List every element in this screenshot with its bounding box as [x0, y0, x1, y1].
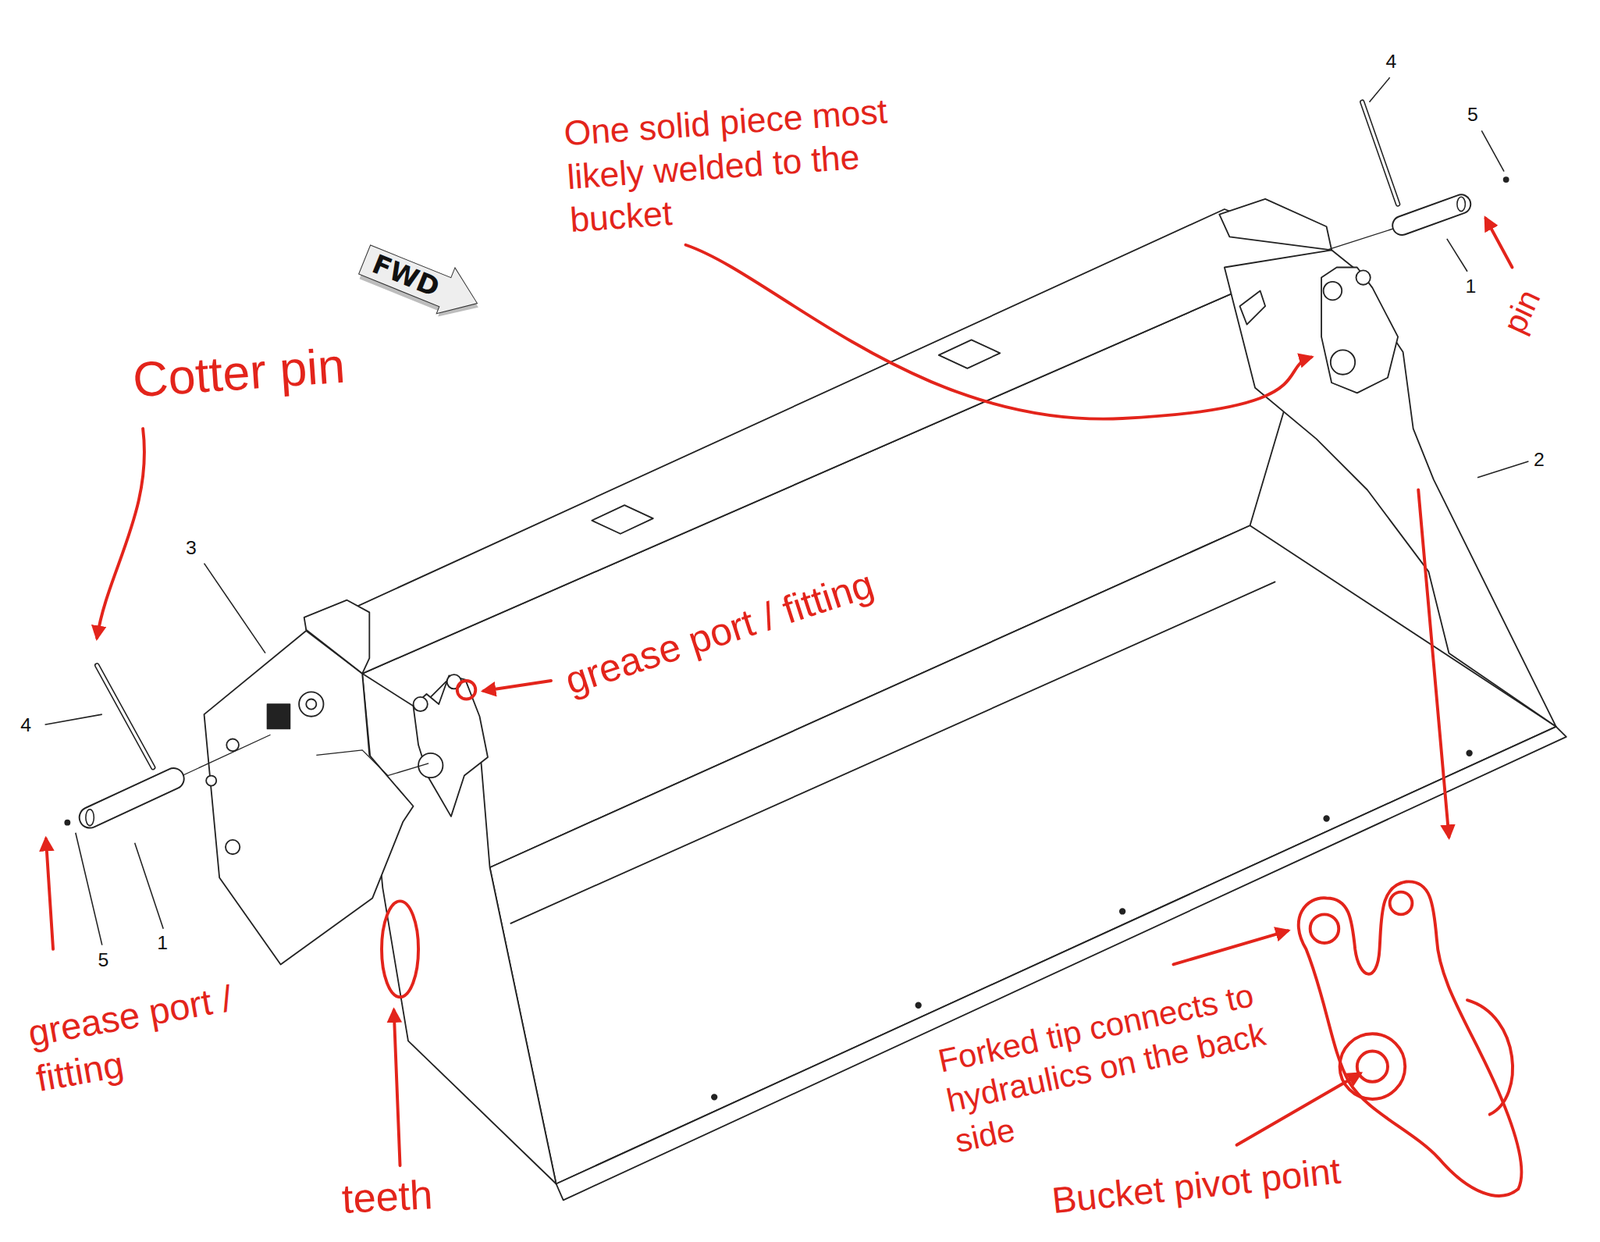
plate-hole — [206, 775, 217, 786]
annotation-note: One solid piece most likely welded to th… — [561, 88, 913, 242]
annotation-arrow — [686, 245, 1312, 420]
cotter-pin — [96, 664, 153, 768]
annotation-arrow — [483, 680, 552, 691]
bolt-dot — [1323, 815, 1330, 822]
sketch-hole — [1310, 913, 1340, 943]
pin-outline — [89, 778, 174, 818]
callout-number: 2 — [1533, 448, 1545, 470]
bracket-hole — [413, 696, 428, 712]
callout-number: 1 — [156, 931, 168, 953]
cutting-edge — [556, 726, 1567, 1201]
bracket-sketch — [1298, 881, 1522, 1195]
leader-lines — [45, 77, 1529, 945]
pin-body — [1401, 203, 1462, 225]
pin-body — [89, 778, 174, 818]
leader-line — [1477, 461, 1529, 478]
plate-hole — [298, 691, 324, 716]
top-tab — [938, 339, 1000, 369]
pin-axes — [175, 226, 1401, 779]
leader-line — [75, 832, 103, 946]
plate-hole — [305, 699, 317, 710]
callout-number: 4 — [1385, 50, 1397, 72]
leader-line — [204, 563, 266, 654]
bolt-dot — [711, 1094, 718, 1100]
annotation-arrow — [1173, 930, 1288, 964]
annotation-arrow — [1486, 218, 1513, 268]
annotation-arrow — [46, 839, 54, 950]
pins — [64, 102, 1509, 826]
cotter-pin — [1361, 102, 1398, 205]
callout-number: 4 — [20, 714, 32, 736]
annotation-arrow — [96, 428, 145, 638]
top-tab — [591, 504, 653, 534]
axis-line — [175, 734, 429, 779]
sketch-hole — [1340, 1033, 1406, 1099]
grease-fitting — [1239, 291, 1266, 325]
grease-fitting — [1503, 176, 1510, 183]
grease-fitting — [64, 819, 71, 826]
cotter-pin — [96, 664, 153, 768]
annotation-note: Cotter pin — [131, 334, 348, 411]
cotter-pin — [1361, 102, 1398, 205]
bolt-dot — [1120, 908, 1126, 914]
bracket-hole — [1330, 349, 1355, 374]
leader-line — [1447, 238, 1468, 272]
bolt-dot — [1466, 750, 1472, 757]
annotation-marks — [46, 218, 1522, 1196]
annotation-note: pin — [1493, 282, 1550, 340]
plate-hole — [225, 839, 240, 854]
bolt-dot — [915, 1002, 921, 1008]
annotation-circle — [381, 900, 419, 997]
left-bracket — [413, 675, 488, 816]
callout-number: 5 — [98, 949, 110, 971]
hitch-tab — [1219, 199, 1332, 250]
bracket-hole — [1323, 281, 1343, 301]
direction-arrow-sign: FWD — [353, 233, 491, 331]
annotation-arrow — [1418, 490, 1449, 837]
leader-line — [1368, 77, 1390, 102]
pin-outline — [1401, 203, 1462, 225]
right-side-plate — [1224, 249, 1557, 727]
callout-number: 5 — [1467, 103, 1479, 125]
grease-fitting — [1355, 270, 1370, 285]
plate-hole — [226, 738, 239, 751]
floor-band — [510, 581, 1276, 924]
arrow-shadow — [357, 239, 488, 329]
axis-line — [1326, 226, 1401, 250]
leader-line — [135, 842, 164, 929]
annotation-note: teeth — [340, 1169, 434, 1225]
hitch-tab — [304, 600, 370, 674]
bracket-sketch — [1467, 999, 1513, 1114]
square-hole — [267, 704, 291, 729]
annotation-note: Bucket pivot point — [1049, 1148, 1343, 1224]
annotation-note: grease port / fitting — [24, 960, 333, 1103]
bucket-floor — [490, 525, 1557, 1184]
right-bracket — [1321, 267, 1398, 394]
pin-end — [85, 809, 94, 826]
leader-line — [45, 714, 103, 725]
annotation-arrow — [394, 1009, 401, 1166]
left-side-plate — [362, 673, 556, 1184]
sketch-hole — [1390, 892, 1413, 915]
sketch-hole — [1357, 1051, 1388, 1082]
mounting-plate — [204, 630, 414, 964]
callout-number: 1 — [1464, 275, 1476, 297]
annotation-circle — [457, 680, 477, 700]
arrow-face — [355, 234, 487, 327]
pin-end — [1457, 196, 1465, 211]
bucket-body — [204, 199, 1567, 1200]
callout-number: 3 — [185, 536, 197, 559]
leader-line — [1481, 130, 1504, 171]
